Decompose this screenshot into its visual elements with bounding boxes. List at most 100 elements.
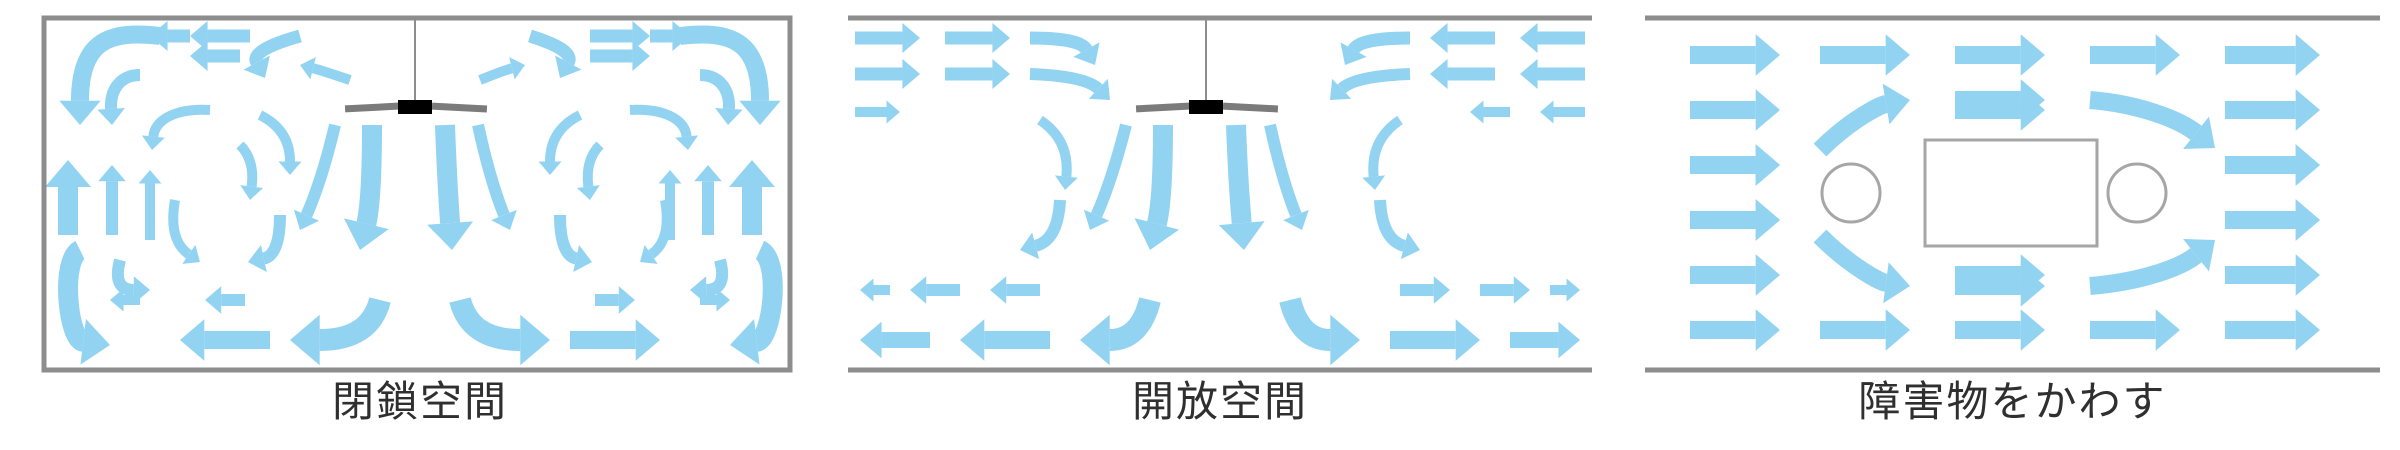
open-space-airflow-arrow [1362, 115, 1403, 190]
closed-space-airflow-arrow [650, 21, 690, 51]
closed-space-airflow-arrow [427, 124, 474, 250]
obstacle-airflow-arrow [1820, 309, 1910, 351]
obstacle-airflow-arrow [1690, 254, 1780, 296]
closed-space-airflow-arrow [595, 286, 635, 314]
open-space-airflow-arrow [1029, 68, 1110, 100]
closed-space-airflow-arrow [570, 319, 660, 361]
closed-space-airflow-arrow [236, 141, 264, 200]
closed-space-airflow-arrow [45, 160, 91, 235]
closed-space-airflow-arrow [538, 110, 583, 175]
open-space-airflow-arrow [1480, 276, 1530, 304]
obstacle-airflow-arrow [1690, 144, 1780, 186]
closed-space-airflow-arrow [590, 41, 650, 71]
closed-space-airflow-arrow [190, 21, 250, 51]
open-space-airflow-arrow [855, 59, 920, 89]
open-space-airflow-arrow [1390, 319, 1480, 361]
closed-space-airflow-arrow [293, 123, 341, 230]
closed-space-airflow-arrow [300, 57, 352, 85]
open-space-airflow-arrow [1550, 278, 1580, 302]
open-space-airflow-arrow [1340, 31, 1411, 65]
closed-space-airflow-arrow [678, 25, 781, 125]
open-space-airflow-arrow [1520, 23, 1585, 53]
obstacle-left-circle [1820, 162, 1882, 224]
closed-space-airflow-arrow [257, 110, 302, 175]
closed-space-airflow-arrow [478, 57, 525, 85]
open-space-airflow-arrow [1134, 124, 1180, 250]
obstacle-airflow-arrow [1690, 34, 1780, 76]
obstacle-airflow-arrow [1955, 309, 2045, 351]
ceiling-fan-open [1135, 18, 1279, 114]
obstacle-airflow-arrow [1955, 34, 2045, 76]
open-space-airflow-arrow [1470, 100, 1510, 124]
obstacle-airflow-arrow [2089, 239, 2215, 295]
open-space-airflow-arrow [1083, 123, 1132, 230]
closed-space-airflow-arrow [59, 25, 162, 125]
closed-space-airflow-arrow [590, 21, 650, 51]
obstacle-airflow-arrow [1690, 309, 1780, 351]
closed-space-airflow-arrow [110, 288, 140, 312]
closed-space-airflow-arrow [190, 41, 240, 71]
caption-closed-space: 閉鎖空間 [331, 377, 508, 426]
open-space-airflow-arrow [1020, 199, 1066, 260]
closed-space-airflow-arrow [58, 241, 110, 365]
obstacle-airflow-arrow [2090, 309, 2180, 351]
obstacle-airflow-arrow [1690, 199, 1780, 241]
closed-space-airflow-arrow [528, 29, 582, 78]
open-space-airflow-arrow [960, 319, 1050, 361]
obstacle-table [1923, 138, 2099, 248]
obstacle-airflow-arrow [2225, 254, 2320, 296]
obstacle-airflow-arrow [1820, 34, 1910, 76]
closed-space-airflow-arrow [97, 69, 141, 125]
closed-space-airflow-arrow [138, 170, 162, 240]
open-space-airflow-arrow [855, 23, 920, 53]
closed-space-airflow-arrow [205, 286, 245, 314]
open-space-airflow-arrow [1430, 23, 1495, 53]
open-space-airflow-arrow [1080, 296, 1161, 366]
closed-space-airflow-arrow [168, 199, 200, 264]
closed-space-airflow-arrow [141, 104, 211, 150]
open-space-airflow-arrow [1540, 100, 1585, 124]
open-space-airflow-arrow [1279, 296, 1360, 366]
open-space-airflow-arrow [910, 276, 960, 304]
obstacle-airflow-arrow [2225, 199, 2320, 241]
obstacle-airflow-arrow [2089, 91, 2215, 149]
obstacle-airflow-arrow [2090, 34, 2180, 76]
obstacle-airflow-arrow [2225, 144, 2320, 186]
closed-space-airflow-arrow [629, 104, 699, 150]
closed-space-airflow-arrow [290, 296, 391, 366]
closed-space-airflow-arrow [729, 160, 775, 235]
open-space-airflow-arrow [1520, 59, 1585, 89]
open-space-airflow-arrow [1430, 59, 1495, 89]
closed-space-airflow-arrow [449, 296, 550, 366]
open-space-airflow-arrow [990, 276, 1040, 304]
closed-space-airflow-arrow [694, 165, 722, 235]
obstacle-airflow-arrow [1813, 83, 1910, 157]
open-space-airflow-arrow [1330, 68, 1411, 100]
open-space-airflow-arrow [1264, 123, 1309, 230]
closed-space-airflow-arrow [700, 288, 730, 312]
open-space-airflow-arrow [945, 23, 1010, 53]
open-space-airflow-arrow [1029, 31, 1100, 65]
open-space-airflow-arrow [860, 278, 890, 302]
obstacle-airflow-arrow [1690, 89, 1780, 131]
closed-space-airflow-arrow [699, 69, 743, 125]
obstacle-airflow-arrow [2225, 34, 2320, 76]
closed-space-airflow-arrow [576, 141, 604, 200]
obstacle-airflow-arrow [2225, 89, 2320, 131]
open-space-airflow-arrow [1374, 199, 1420, 260]
obstacle-airflow-arrow [1954, 265, 2045, 307]
open-space-airflow-arrow [945, 59, 1010, 89]
open-space-airflow-arrow [1218, 124, 1265, 250]
open-space-airflow-arrow [1400, 276, 1450, 304]
closed-space-airflow-arrow [730, 240, 783, 365]
closed-space-airflow-arrow [150, 21, 190, 51]
caption-avoid-obstacles: 障害物をかわす [1858, 377, 2167, 426]
obstacle-airflow-arrow [2225, 309, 2320, 351]
obstacle-right-circle [2106, 162, 2168, 224]
open-space-airflow-arrow [1510, 321, 1580, 359]
ceiling-fan-closed [344, 18, 488, 114]
obstacle-airflow-arrow [1955, 79, 2045, 121]
closed-space-airflow-arrow [554, 214, 592, 273]
open-space-airflow-arrow [1037, 115, 1078, 190]
